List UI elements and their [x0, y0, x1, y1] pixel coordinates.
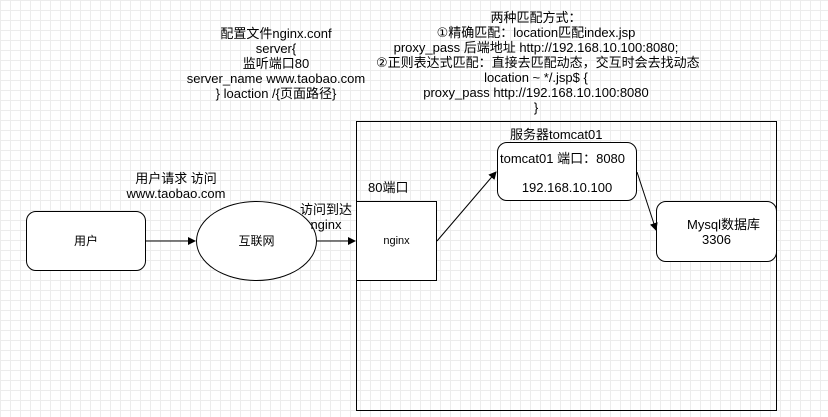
match-line-6: proxy_pass http://192.168.10.100:8080: [423, 85, 649, 100]
mysql-line-1: Mysql数据库: [687, 216, 760, 232]
user-box-label: 用户: [73, 233, 98, 248]
reach-line-2: nginx: [310, 217, 342, 232]
user-request-label: 用户请求 访问 www.taobao.com: [116, 171, 236, 201]
server-label: 服务器tomcat01: [510, 127, 603, 142]
internet-label: 互联网: [238, 233, 275, 248]
match-line-7: }: [533, 100, 539, 115]
match-line-1: 两种匹配方式：: [490, 10, 582, 25]
user-box[interactable]: 用户: [26, 211, 146, 271]
config-line-4: server_name www.taobao.com: [186, 71, 366, 86]
reach-label: 访问到达 nginx: [296, 202, 356, 232]
user-request-line-2: www.taobao.com: [126, 186, 226, 201]
config-line-1: 配置文件nginx.conf: [220, 26, 332, 41]
nginx-to-tomcat-arrow: [436, 171, 497, 242]
match-line-2: ①精确匹配：location匹配index.jsp: [436, 25, 636, 40]
match-note: 两种匹配方式： ①精确匹配：location匹配index.jsp proxy_…: [376, 10, 700, 115]
tomcat-line-1: tomcat01 端口：8080: [500, 151, 626, 166]
tomcat-box[interactable]: tomcat01 端口：8080 192.168.10.100: [497, 142, 637, 201]
nginx-box-label: nginx: [383, 234, 410, 247]
config-line-3: 监听端口80: [242, 56, 310, 71]
config-line-5: } loaction /{页面路径}: [215, 86, 337, 101]
match-line-3: proxy_pass 后端地址 http://192.168.10.100:80…: [393, 40, 679, 55]
internet-node[interactable]: 互联网: [196, 201, 317, 281]
mysql-line-2: 3306: [702, 231, 731, 247]
match-line-4: ②正则表达式匹配：直接去匹配动态，交互时会去找动态: [376, 55, 700, 70]
config-note: 配置文件nginx.conf server{ 监听端口80 server_nam…: [178, 26, 374, 101]
reach-line-1: 访问到达: [299, 202, 352, 217]
tomcat-to-mysql-arrow: [636, 171, 658, 231]
match-line-5: location ~ */.jsp$ {: [484, 70, 588, 85]
port-label: 80端口: [368, 180, 409, 195]
mysql-box[interactable]: Mysql数据库 3306: [656, 201, 777, 262]
nginx-box[interactable]: nginx: [356, 201, 437, 281]
config-line-2: server{: [255, 41, 297, 56]
user-request-line-1: 用户请求 访问: [135, 171, 217, 186]
tomcat-line-2: 192.168.10.100: [521, 180, 613, 195]
